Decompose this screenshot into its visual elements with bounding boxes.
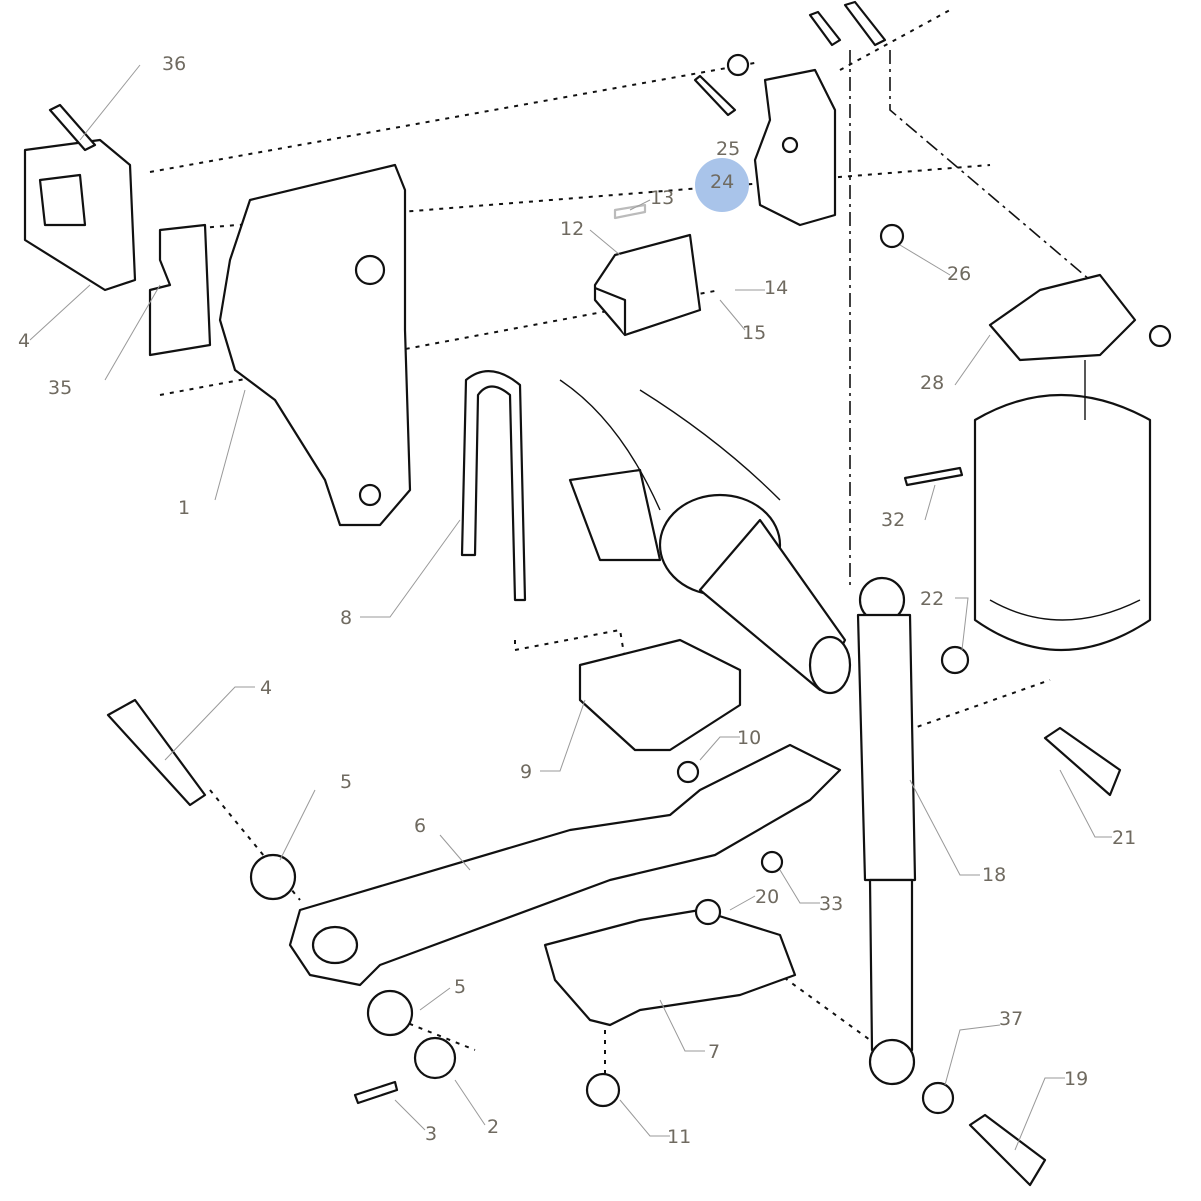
part-35-plate[interactable] — [148, 223, 212, 357]
callout-6[interactable]: 6 — [414, 815, 426, 837]
part-18-shock-absorber[interactable] — [856, 576, 917, 1086]
callout-19[interactable]: 19 — [1064, 1068, 1088, 1090]
callout-32[interactable]: 32 — [881, 509, 905, 531]
part-5-bushing-top[interactable] — [249, 853, 297, 901]
callout-36[interactable]: 36 — [162, 53, 186, 75]
callout-37[interactable]: 37 — [999, 1008, 1023, 1030]
part-11-nut[interactable] — [585, 1072, 621, 1108]
leader-lines — [29, 64, 1112, 1151]
callout-2[interactable]: 2 — [487, 1116, 499, 1138]
callout-3[interactable]: 3 — [425, 1123, 437, 1145]
callout-15[interactable]: 15 — [742, 322, 766, 344]
callout-12[interactable]: 12 — [560, 218, 584, 240]
callout-33[interactable]: 33 — [819, 893, 843, 915]
part-4-bolt[interactable] — [106, 698, 207, 807]
callout-21[interactable]: 21 — [1112, 827, 1136, 849]
part-19-bolt[interactable] — [968, 1113, 1047, 1187]
callout-4[interactable]: 4 — [260, 677, 272, 699]
callout-26[interactable]: 26 — [947, 263, 971, 285]
part-6-trailing-arm[interactable] — [288, 743, 842, 987]
part-8-u-bolt[interactable] — [460, 370, 527, 602]
callout-5-bottom[interactable]: 5 — [454, 976, 466, 998]
part-5-bushing-bottom[interactable] — [366, 989, 414, 1037]
part-7-bracket[interactable] — [543, 850, 797, 1027]
callout-35[interactable]: 35 — [48, 377, 72, 399]
axle — [559, 379, 852, 695]
part-9-clamp[interactable] — [578, 638, 742, 784]
callout-13[interactable]: 13 — [650, 187, 674, 209]
part-3-screw[interactable] — [353, 1080, 399, 1105]
callout-5-top[interactable]: 5 — [340, 771, 352, 793]
callout-10[interactable]: 10 — [737, 727, 761, 749]
bolts-top[interactable] — [613, 0, 905, 249]
part-12-block[interactable] — [593, 233, 702, 337]
part-22-nut[interactable] — [940, 645, 970, 675]
part-32-pin[interactable] — [903, 466, 964, 487]
callout-1[interactable]: 1 — [178, 497, 190, 519]
callout-9[interactable]: 9 — [520, 761, 532, 783]
highlight-marker — [695, 158, 749, 212]
part-37-washer[interactable] — [921, 1081, 955, 1115]
callout-4-top[interactable]: 4 — [18, 330, 30, 352]
callout-7[interactable]: 7 — [708, 1041, 720, 1063]
callout-25[interactable]: 25 — [716, 138, 740, 160]
callout-18[interactable]: 18 — [982, 864, 1006, 886]
callout-11[interactable]: 11 — [667, 1126, 691, 1148]
callout-labels: 36 4 35 1 13 12 14 15 25 24 26 28 32 22 … — [18, 53, 1136, 1148]
part-28-air-spring[interactable] — [973, 273, 1172, 651]
callout-20[interactable]: 20 — [755, 886, 779, 908]
part-bracket-left[interactable] — [23, 103, 137, 292]
part-21-bolt[interactable] — [1043, 726, 1122, 797]
part-1-hanger[interactable] — [218, 163, 412, 527]
callout-22[interactable]: 22 — [920, 588, 944, 610]
part-24-bracket[interactable] — [753, 68, 837, 227]
callout-24[interactable]: 24 — [710, 171, 734, 193]
part-2-nut[interactable] — [413, 1036, 457, 1080]
callout-28[interactable]: 28 — [920, 372, 944, 394]
callout-14[interactable]: 14 — [764, 277, 788, 299]
callout-8[interactable]: 8 — [340, 607, 352, 629]
